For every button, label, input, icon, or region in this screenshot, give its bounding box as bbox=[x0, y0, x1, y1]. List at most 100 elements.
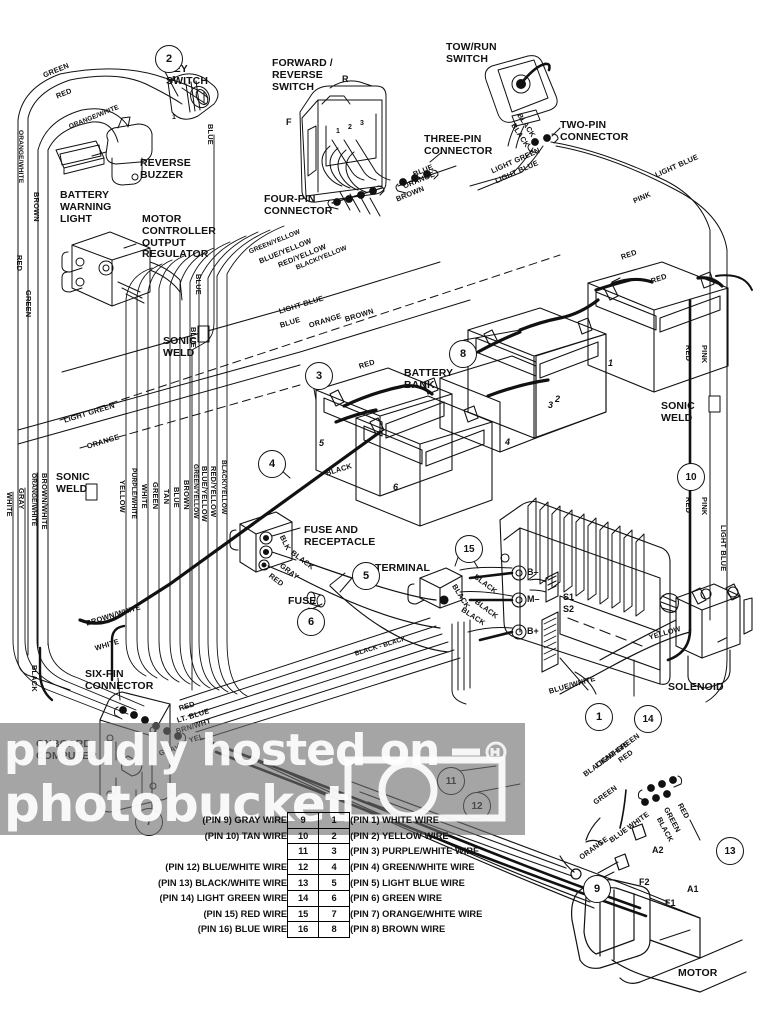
key-pin-1: 1 bbox=[172, 114, 176, 121]
legend-right-pin: 8 bbox=[318, 921, 351, 938]
legend-right-pin: 3 bbox=[318, 843, 351, 860]
motor-terminal-a2: A2 bbox=[652, 845, 664, 855]
callout-9: 9 bbox=[583, 875, 611, 903]
label-terminal: TERMINAL bbox=[375, 562, 431, 574]
callout-4: 4 bbox=[258, 450, 286, 478]
motor-terminal-f2: F2 bbox=[639, 877, 650, 887]
legend-left-label: (PIN 13) BLACK/WHITE WIRE bbox=[158, 877, 288, 888]
legend-right-label: (PIN 3) PURPLE/WHITE WIRE bbox=[350, 846, 480, 857]
wire-label-white: WHITE bbox=[140, 484, 149, 509]
controller-terminal-m-minus: M– bbox=[527, 594, 540, 604]
callout-10: 10 bbox=[677, 463, 705, 491]
legend-right-pin: 5 bbox=[318, 874, 351, 891]
wire-label-blue-yellow: BLUE/YELLOW bbox=[200, 466, 209, 522]
wire-label-blue: BLUE bbox=[172, 487, 181, 508]
battery-number-5: 5 bbox=[319, 438, 325, 448]
key-pin-2: 2 bbox=[172, 76, 176, 83]
controller-terminal-b-plus: B+ bbox=[527, 626, 539, 636]
controller-terminal-b-minus: B– bbox=[527, 567, 539, 577]
wire-label-green-yellow: GREEN/YELLOW bbox=[192, 464, 199, 519]
legend-left-pin: 12 bbox=[287, 858, 320, 876]
legend-left-label: (PIN 14) LIGHT GREEN WIRE bbox=[159, 893, 288, 904]
wire-label-red-yellow: RED/YELLOW bbox=[209, 466, 218, 518]
fr-pin-3: 3 bbox=[360, 120, 364, 127]
legend-right-pin: 1 bbox=[318, 812, 351, 829]
wire-label-brown: BROWN bbox=[182, 480, 191, 510]
wire-label-pink: PINK bbox=[700, 497, 709, 516]
legend-right-label: (PIN 2) YELLOW WIRE bbox=[350, 830, 449, 841]
wire-label-gray: GRAY bbox=[17, 488, 26, 510]
callout-6: 6 bbox=[297, 608, 325, 636]
wire-label-brown: BROWN bbox=[32, 192, 41, 222]
legend-left-label: (PIN 12) BLUE/WHITE WIRE bbox=[165, 862, 288, 873]
callout-1: 1 bbox=[585, 703, 613, 731]
wire-label-purple-white: PURPLE/WHITE bbox=[130, 468, 137, 520]
legend-right-pin: 4 bbox=[318, 858, 351, 876]
label-solenoid: SOLENOID bbox=[668, 681, 724, 693]
wire-label-blue: BLUE bbox=[206, 124, 215, 145]
wire-label-orange-white: ORANGE/WHITE bbox=[30, 473, 37, 527]
wire-label-tan: TAN bbox=[162, 489, 171, 505]
wire-label-black-yellow: BLACK/YELLOW bbox=[220, 460, 227, 515]
legend-left-pin: 15 bbox=[287, 905, 320, 923]
wire-label-red: RED bbox=[15, 255, 24, 272]
callout-5: 5 bbox=[352, 562, 380, 590]
wire-label-green: GREEN bbox=[24, 290, 33, 318]
legend-left-label: (PIN 15) RED WIRE bbox=[203, 908, 288, 919]
legend-left-pin: 9 bbox=[287, 812, 320, 829]
legend-right-pin: 6 bbox=[318, 889, 351, 907]
wire-label-white: WHITE bbox=[5, 492, 14, 517]
legend-right-label: (PIN 1) WHITE WIRE bbox=[350, 815, 439, 826]
callout-14: 14 bbox=[634, 705, 662, 733]
wire-label-red: RED bbox=[684, 497, 693, 514]
wire-label-black: BLACK bbox=[30, 665, 39, 692]
legend-left-label: (PIN 10) TAN WIRE bbox=[204, 830, 288, 841]
callout-2: 2 bbox=[155, 45, 183, 73]
battery-number-2: 2 bbox=[555, 394, 561, 404]
controller-terminal-s2: S2 bbox=[563, 604, 575, 614]
callout-15: 15 bbox=[455, 535, 483, 563]
battery-number-6: 6 bbox=[393, 482, 399, 492]
legend-right-label: (PIN 8) BROWN WIRE bbox=[350, 924, 446, 935]
wire-label-red: RED bbox=[684, 345, 693, 362]
label-forward-mark: F bbox=[286, 117, 292, 127]
wire-label-light-blue: LIGHT BLUE bbox=[719, 525, 728, 572]
wire-label-yellow: YELLOW bbox=[118, 480, 127, 513]
callout-8: 8 bbox=[449, 340, 477, 368]
wire-label-orange-white: ORANGE/WHITE bbox=[17, 130, 24, 184]
battery-number-4: 4 bbox=[505, 437, 511, 447]
wire-label-pink: PINK bbox=[700, 345, 709, 364]
controller-terminal-s1: S1 bbox=[563, 592, 575, 602]
callout-11: 11 bbox=[437, 767, 465, 795]
battery-number-1: 1 bbox=[608, 358, 614, 368]
legend-left-label bbox=[158, 844, 288, 860]
label-motor: MOTOR bbox=[678, 967, 718, 979]
callout-13: 13 bbox=[716, 837, 744, 865]
motor-terminal-a1: A1 bbox=[687, 884, 699, 894]
